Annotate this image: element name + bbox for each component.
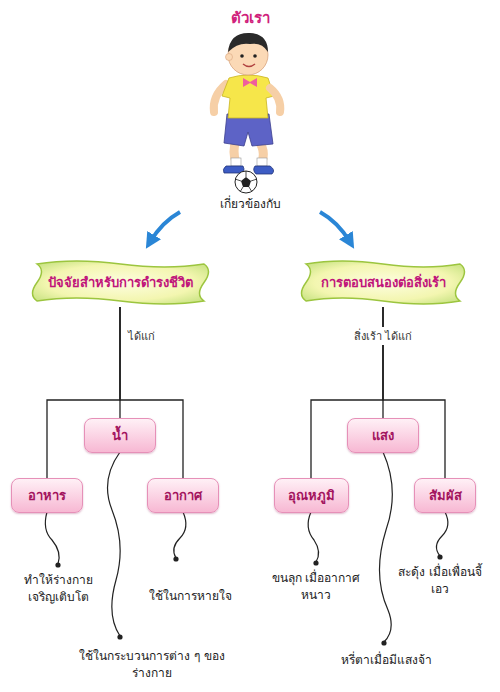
- example-note: ทำให้ร่างกาย เจริญเติบโต: [10, 572, 106, 607]
- node-text: อากาศ: [164, 485, 202, 506]
- node-text: สัมผัส: [429, 485, 462, 506]
- example-note: สะดุ้ง เมื่อเพื่อนจี้เอว: [390, 564, 490, 599]
- blue-arrow: [320, 212, 350, 242]
- example-note: ขนลุก เมื่ออากาศหนาว: [264, 570, 368, 605]
- topic-box: แสง: [347, 418, 419, 453]
- example-note: หรี่ตาเมื่อมีแสงจ้า: [341, 652, 432, 669]
- node-text: อุณหภูมิ: [288, 485, 335, 506]
- blue-arrow: [150, 212, 180, 242]
- diagram-title: ตัวเรา: [231, 6, 270, 30]
- relation-label: เกี่ยวข้องกับ: [220, 196, 281, 213]
- scroll-banner: การตอบสนองต่อสิ่งเร้า: [298, 258, 468, 307]
- topic-box: อากาศ: [147, 478, 219, 513]
- edge-label: ได้แก่: [126, 327, 157, 345]
- leader-dots: [55, 554, 442, 645]
- scroll-banner: ปัจจัยสำหรับการดำรงชีวิต: [29, 258, 212, 307]
- topic-box: อุณหภูมิ: [274, 478, 349, 513]
- node-text: แสง: [372, 425, 394, 446]
- topic-box: น้ำ: [84, 418, 156, 453]
- topic-box: อาหาร: [11, 478, 83, 513]
- topic-box: สัมผัส: [414, 478, 476, 513]
- edge-label: สิ่งเร้า ได้แก่: [352, 327, 415, 345]
- node-text: ปัจจัยสำหรับการดำรงชีวิต: [48, 272, 193, 293]
- example-note: ใช้ในการหายใจ: [149, 588, 232, 605]
- boy-figure: [214, 33, 281, 193]
- node-text: การตอบสนองต่อสิ่งเร้า: [321, 272, 446, 293]
- leader-lines: [45, 452, 448, 642]
- node-text: อาหาร: [28, 485, 66, 506]
- node-text: น้ำ: [112, 425, 128, 446]
- example-note: ใช้ในกระบวนการต่าง ๆ ของร่างกาย: [77, 648, 227, 683]
